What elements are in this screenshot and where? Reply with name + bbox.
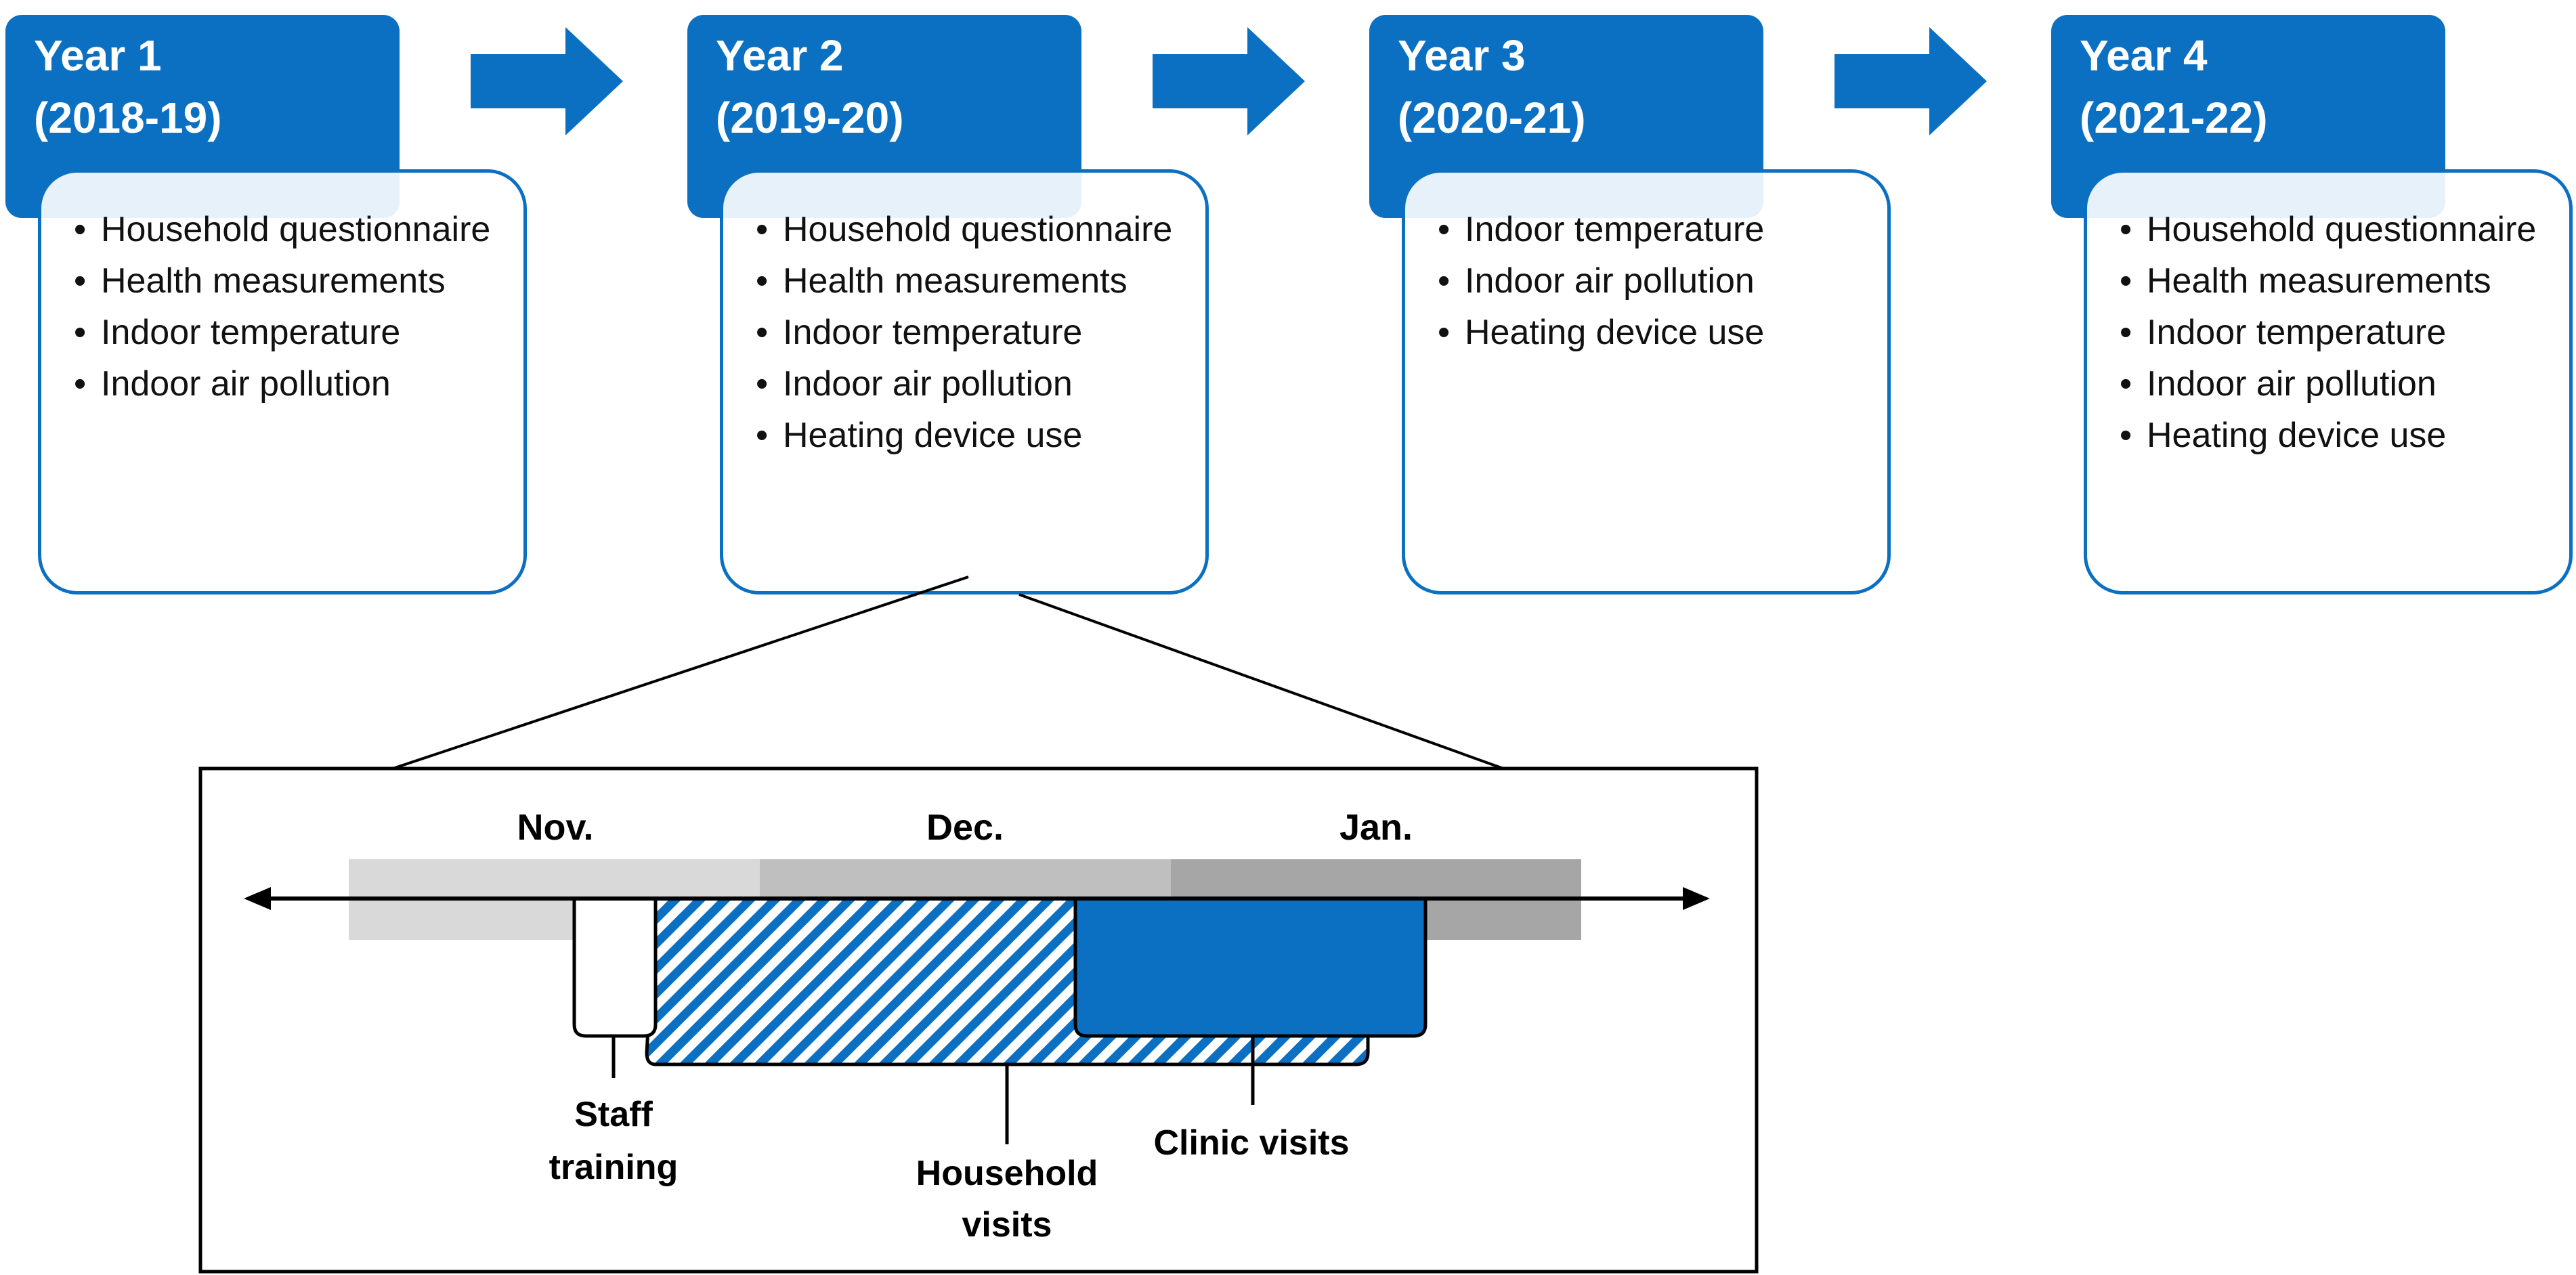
year-1-card: Household questionnaire Health measureme… [38,169,527,595]
year-3-card: Indoor temperature Indoor air pollution … [1402,169,1891,595]
list-item: Indoor temperature [2120,311,2536,354]
arrow-left-icon [244,887,271,910]
staff-training-block [572,896,658,1038]
year-3-list: Indoor temperature Indoor air pollution … [1438,208,1764,362]
month-label-dec: Dec. [926,807,1004,848]
arrow-right-icon [471,27,623,135]
year-2-list: Household questionnaire Health measureme… [756,208,1172,465]
list-item: Household questionnaire [2120,208,2536,251]
list-item: Indoor air pollution [756,362,1172,406]
arrow-right-icon [1153,27,1305,135]
year-1-title: Year 1 [34,31,162,80]
list-item: Health measurements [74,259,490,303]
household-visits-label-2: visits [962,1205,1052,1245]
year-2-range: (2019-20) [716,93,904,142]
staff-training-label-1: Staff [574,1095,653,1134]
year-4-title: Year 4 [2080,31,2208,80]
list-item: Indoor temperature [1438,208,1764,251]
list-item: Household questionnaire [74,208,490,251]
list-item: Heating device use [756,414,1172,457]
year-3-title: Year 3 [1398,31,1526,80]
list-item: Indoor air pollution [74,362,490,406]
list-item: Indoor temperature [756,311,1172,354]
year-4-card: Household questionnaire Health measureme… [2084,169,2573,595]
arrow-right-icon [1683,887,1710,910]
callout-line-left [392,576,969,770]
year-1-range: (2018-19) [34,93,222,142]
callout-line-right [1018,593,1504,770]
year-1-list: Household questionnaire Health measureme… [74,208,490,414]
month-label-jan: Jan. [1339,807,1413,848]
year-3-range: (2020-21) [1398,93,1586,142]
list-item: Household questionnaire [756,208,1172,251]
household-visits-label-1: Household [916,1154,1098,1193]
month-label-nov: Nov. [517,807,593,848]
list-item: Indoor air pollution [2120,362,2536,406]
list-item: Indoor temperature [74,311,490,354]
clinic-visits-block [1073,896,1427,1038]
list-item: Heating device use [2120,414,2536,457]
list-item: Health measurements [2120,259,2536,303]
year-4-list: Household questionnaire Health measureme… [2120,208,2536,465]
clinic-visits-label: Clinic visits [1154,1123,1350,1163]
year-4-range: (2021-22) [2080,93,2268,142]
list-item: Indoor air pollution [1438,259,1764,303]
staff-training-label-2: training [549,1148,679,1187]
year-2-card: Household questionnaire Health measureme… [720,169,1209,595]
list-item: Health measurements [756,259,1172,303]
year-2-title: Year 2 [716,31,844,80]
arrow-right-icon [1834,27,1987,135]
list-item: Heating device use [1438,311,1764,354]
